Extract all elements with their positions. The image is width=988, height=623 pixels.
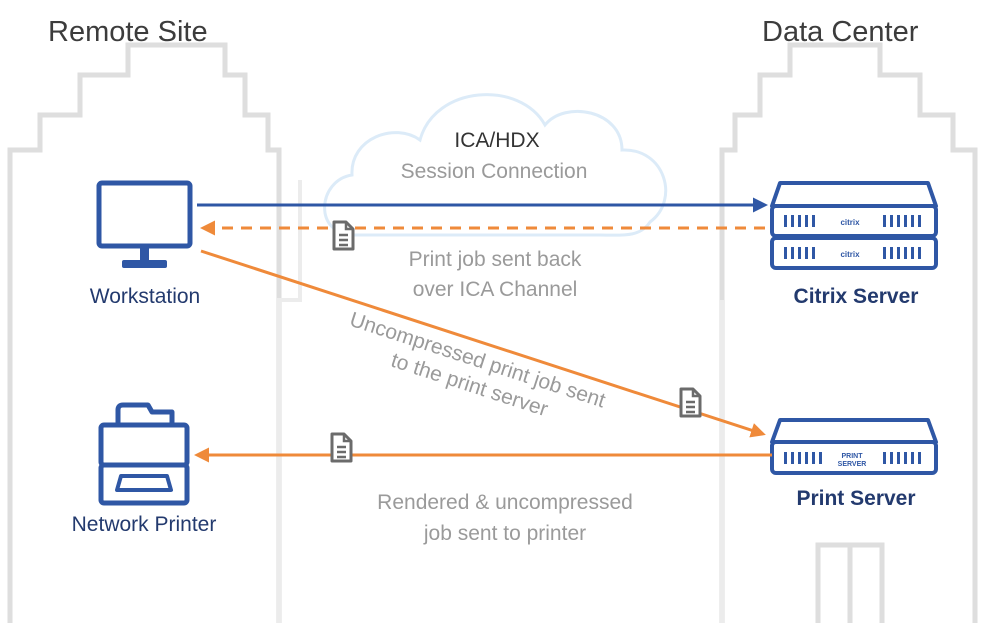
print-back-label-2: over ICA Channel [413,278,578,301]
data-center-building-outline [719,42,978,623]
remote-site-heading: Remote Site [48,16,208,48]
middle-building-outline [277,180,724,623]
rendered-label-1: Rendered & uncompressed [377,491,633,514]
remote-site-building-outline [7,42,282,623]
document-icon-rendered [330,432,353,463]
print-server-icon: PRINT SERVER [770,418,938,475]
data-center-heading: Data Center [762,16,919,48]
citrix-badge-top: citrix [840,218,860,227]
session-connection-label: Session Connection [401,160,588,183]
print-server-label: Print Server [796,487,915,510]
document-icon-uncompressed [679,387,702,418]
cloud-shape [323,93,668,237]
citrix-badge-bottom: citrix [840,250,860,259]
citrix-server-label: Citrix Server [794,285,919,308]
document-icon-print-back [332,220,355,251]
rendered-label-2: job sent to printer [423,522,586,545]
ica-hdx-label: ICA/HDX [454,129,539,152]
data-center-door-outline [815,542,885,623]
citrix-server-icon: citrix citrix [770,181,938,270]
workstation-icon [96,180,193,268]
workstation-label: Workstation [90,285,201,308]
uncompressed-job-arrow [200,249,766,438]
network-printer-icon [98,402,190,506]
print-badge-line1: PRINT [842,453,864,460]
print-badge-line2: SERVER [838,461,867,468]
network-printer-label: Network Printer [72,513,217,536]
print-back-label-1: Print job sent back [409,248,582,271]
